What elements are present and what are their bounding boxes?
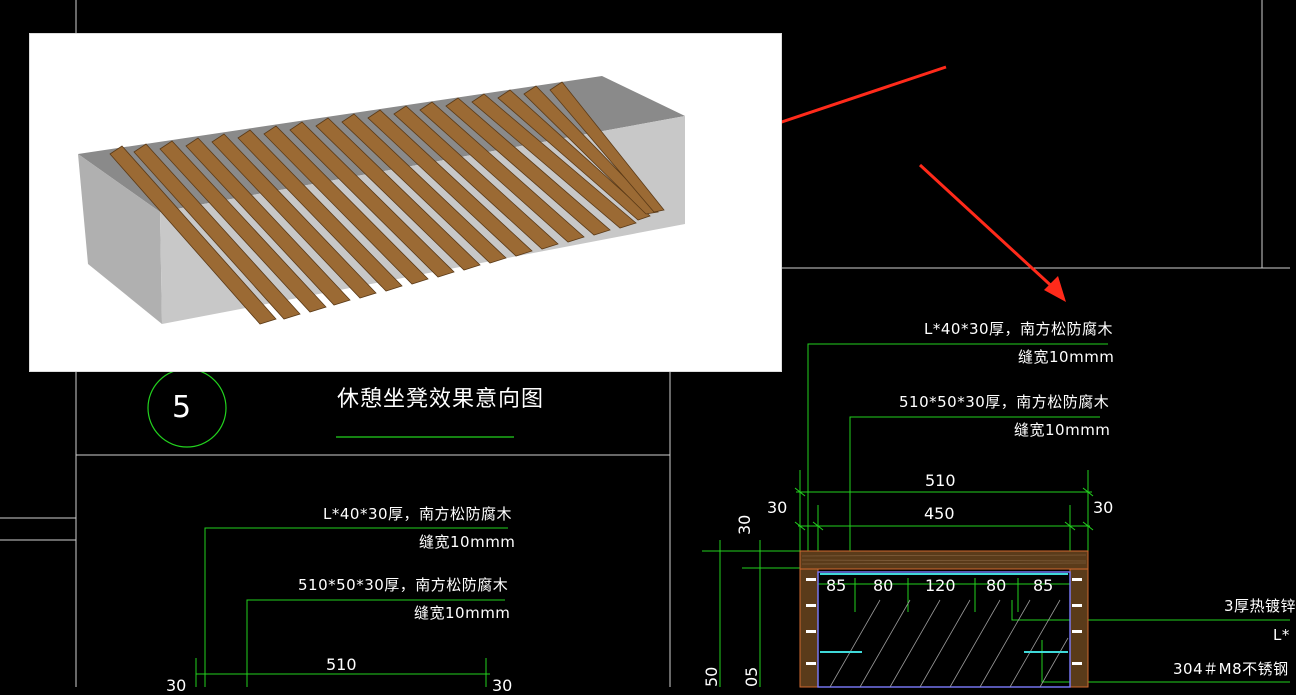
bench-render	[78, 76, 685, 325]
note-steel-plate: 3厚热镀锌	[1224, 597, 1296, 615]
bench-section	[799, 550, 1089, 688]
spacing-dim-1: 85	[826, 576, 847, 595]
left-side-board-label: 510*50*30厚，南方松防腐木	[298, 576, 509, 594]
left-dim-30-left: 30	[166, 676, 187, 695]
bench-3d-preview	[29, 33, 782, 372]
left-dim-510: 510	[326, 655, 357, 674]
spacing-dim-5: 85	[1033, 576, 1054, 595]
right-dim-30-left: 30	[767, 498, 788, 517]
left-top-gap-label: 缝宽10mmm	[419, 533, 516, 551]
right-dim-05-vertical: 05	[742, 666, 761, 687]
right-dim-510: 510	[925, 471, 956, 490]
right-side-board-label: 510*50*30厚，南方松防腐木	[899, 393, 1110, 411]
right-dim-30-vertical: 30	[735, 514, 754, 535]
left-leaders	[195, 527, 508, 687]
right-dim-30-right: 30	[1093, 498, 1114, 517]
right-side-gap-label: 缝宽10mmm	[1014, 421, 1111, 439]
spacing-dim-3: 120	[925, 576, 956, 595]
right-dim-50-vertical: 50	[702, 666, 721, 687]
right-dim-450: 450	[924, 504, 955, 523]
note-bolt: 304＃M8不锈钢	[1173, 660, 1289, 678]
left-top-board-label: L*40*30厚，南方松防腐木	[323, 505, 513, 523]
left-dim-30-right: 30	[492, 676, 513, 695]
right-top-gap-label: 缝宽10mmm	[1018, 348, 1115, 366]
detail-title: 休憩坐凳效果意向图	[337, 387, 545, 412]
right-top-board-label: L*40*30厚，南方松防腐木	[924, 320, 1114, 338]
spacing-dim-4: 80	[986, 576, 1007, 595]
detail-number: 5	[172, 390, 192, 425]
left-side-gap-label: 缝宽10mmm	[414, 604, 511, 622]
spacing-dim-2: 80	[873, 576, 894, 595]
note-angle: L*	[1273, 626, 1290, 644]
